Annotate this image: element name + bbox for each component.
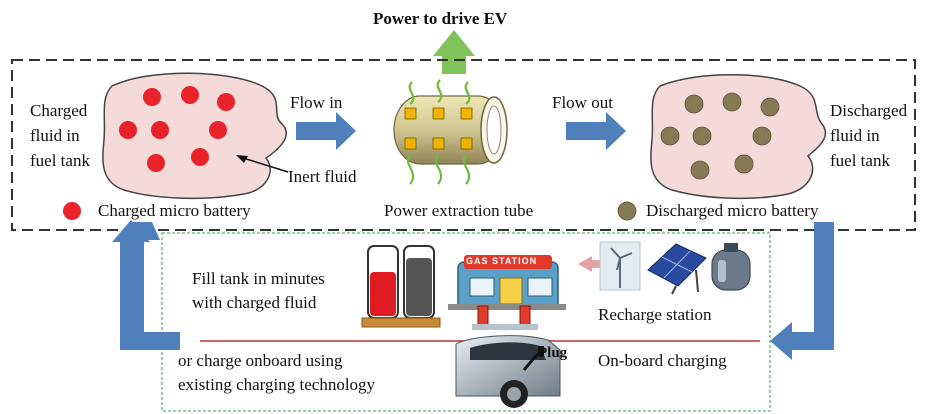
discharged-balls — [660, 92, 780, 180]
legend-charged-dot — [63, 202, 81, 220]
return-arrow-shaft — [120, 240, 142, 350]
outbound-arrow-head — [770, 322, 792, 360]
recharge-arrow — [578, 256, 606, 272]
flow-in-arrow — [296, 112, 356, 150]
inert-fluid-label: Inert fluid — [288, 167, 357, 186]
gas-cylinder-icon — [711, 243, 751, 291]
tube-caption: Power extraction tube — [384, 201, 534, 220]
station-sign: GAS STATION — [466, 256, 538, 266]
ev-car-icon — [455, 335, 561, 408]
diagram-title: Power to drive EV — [373, 9, 508, 28]
onboard-charging-label: On-board charging — [598, 351, 727, 370]
right-tank-label-line3: fuel tank — [830, 151, 890, 170]
flow-out-label: Flow out — [552, 93, 613, 112]
plug-label: Plug — [538, 345, 568, 361]
charged-balls — [119, 86, 235, 172]
return-arrow-head — [112, 220, 150, 242]
top-dashed-frame — [11, 59, 916, 231]
right-tank-label-line1: Discharged — [830, 101, 908, 120]
power-extraction-tube — [393, 79, 508, 185]
flow-in-label: Flow in — [290, 93, 343, 112]
inert-fluid-pointer — [239, 156, 289, 173]
legend-discharged-label: Discharged micro battery — [646, 201, 819, 220]
right-tank-label-line2: fluid in — [830, 126, 880, 145]
outbound-arrow-shaft — [814, 222, 834, 350]
charge-onboard-line1: or charge onboard using — [178, 351, 343, 370]
charge-onboard-line2: existing charging technology — [178, 375, 376, 394]
tank-comparison-icon — [361, 245, 441, 328]
outbound-arrow-foot — [790, 332, 834, 350]
recharge-station-label: Recharge station — [598, 305, 712, 324]
fill-tank-line1: Fill tank in minutes — [192, 269, 325, 288]
gas-station-icon — [448, 255, 566, 330]
flow-out-arrow — [566, 112, 626, 150]
left-tank-label-line1: Charged — [30, 101, 88, 120]
fill-tank-line2: with charged fluid — [192, 293, 317, 312]
return-arrow-foot — [120, 332, 180, 350]
wind-turbine-icon — [599, 241, 641, 291]
left-tank-label-line2: fluid in — [30, 126, 80, 145]
solar-panel-icon — [647, 243, 707, 295]
bottom-dashed-frame — [161, 232, 771, 412]
legend-discharged-dot — [617, 201, 637, 221]
left-tank-label-line3: fuel tank — [30, 151, 90, 170]
legend-charged-label: Charged micro battery — [98, 201, 251, 220]
power-up-arrow — [433, 30, 475, 74]
